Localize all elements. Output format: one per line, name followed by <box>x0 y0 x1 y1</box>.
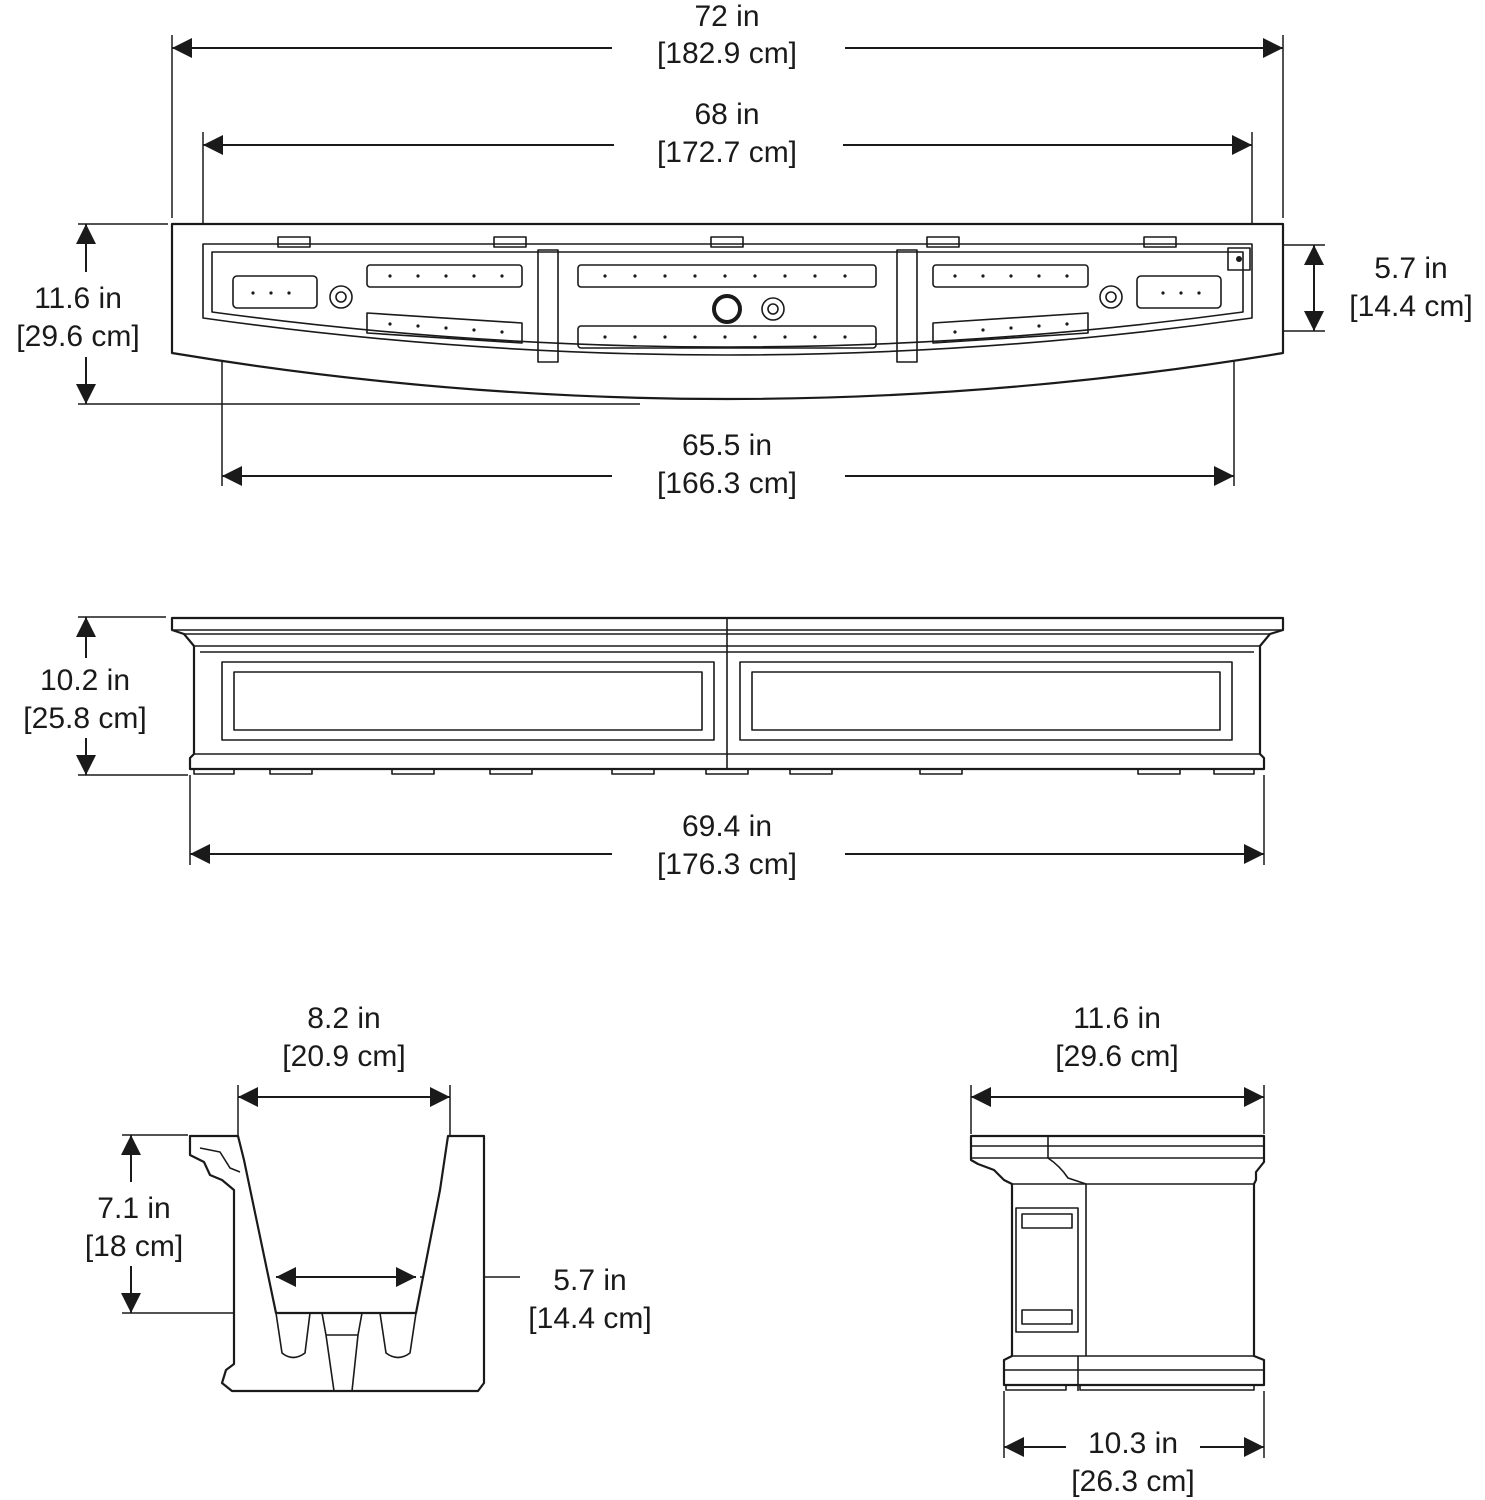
depth-cm: [29.6 cm] <box>16 320 139 353</box>
planter-side-outline <box>969 1134 1266 1387</box>
top-opening-in: 8.2 in <box>307 1002 380 1035</box>
front-view: 10.2 in [25.8 cm] 69.4 in [176.3 cm] <box>23 616 1285 881</box>
inner-depth-dimension: 5.7 in [14.4 cm] <box>1304 245 1473 331</box>
inner-width-dimension: 68 in [172.7 cm] <box>203 98 1252 169</box>
top-opening-dimension: 8.2 in [20.9 cm] <box>238 1002 450 1107</box>
base-width-in: 69.4 in <box>682 810 772 843</box>
side-base-depth-dimension: 10.3 in [26.3 cm] <box>1004 1427 1264 1498</box>
side-top-depth-in: 11.6 in <box>1073 1002 1161 1035</box>
inner-width-cm: [172.7 cm] <box>657 136 797 169</box>
bottom-width-cm: [14.4 cm] <box>528 1302 651 1335</box>
overall-width-in: 72 in <box>694 0 759 33</box>
front-height-dimension: 10.2 in [25.8 cm] <box>23 617 147 775</box>
side-base-depth-cm: [26.3 cm] <box>1071 1465 1194 1498</box>
planter-top-outline <box>170 222 1285 401</box>
overall-width-dimension: 72 in [182.9 cm] <box>172 0 1283 70</box>
side-view: 11.6 in [29.6 cm] 10.3 in [26.3 cm] <box>969 1002 1266 1498</box>
bottom-width-in: 5.7 in <box>553 1264 626 1297</box>
section-view: 8.2 in [20.9 cm] 7.1 in [18 cm] 5.7 in [… <box>85 1002 652 1393</box>
inner-depth-in: 5.7 in <box>1374 252 1447 285</box>
bottom-width-dimension: 5.7 in [14.4 cm] <box>276 1264 652 1335</box>
top-view: 72 in [182.9 cm] 68 in [172.7 cm] 11.6 i… <box>16 0 1472 500</box>
base-width-cm: [176.3 cm] <box>657 848 797 881</box>
base-width-dimension: 69.4 in [176.3 cm] <box>190 810 1264 881</box>
depth-dimension: 11.6 in [29.6 cm] <box>16 224 140 404</box>
back-width-in: 65.5 in <box>682 429 772 462</box>
soil-depth-cm: [18 cm] <box>85 1230 183 1263</box>
overall-width-cm: [182.9 cm] <box>657 37 797 70</box>
top-opening-cm: [20.9 cm] <box>282 1040 405 1073</box>
inner-width-in: 68 in <box>694 98 759 131</box>
side-top-depth-cm: [29.6 cm] <box>1055 1040 1178 1073</box>
front-height-cm: [25.8 cm] <box>23 702 146 735</box>
planter-section-outline <box>188 1134 486 1393</box>
side-base-depth-in: 10.3 in <box>1088 1427 1178 1460</box>
side-top-depth-dimension: 11.6 in [29.6 cm] <box>971 1002 1264 1107</box>
back-width-cm: [166.3 cm] <box>657 467 797 500</box>
front-height-in: 10.2 in <box>40 664 130 697</box>
soil-depth-in: 7.1 in <box>97 1192 170 1225</box>
back-width-dimension: 65.5 in [166.3 cm] <box>222 429 1234 500</box>
inner-depth-cm: [14.4 cm] <box>1349 290 1472 323</box>
soil-depth-dimension: 7.1 in [18 cm] <box>85 1135 183 1313</box>
depth-in: 11.6 in <box>34 282 122 315</box>
